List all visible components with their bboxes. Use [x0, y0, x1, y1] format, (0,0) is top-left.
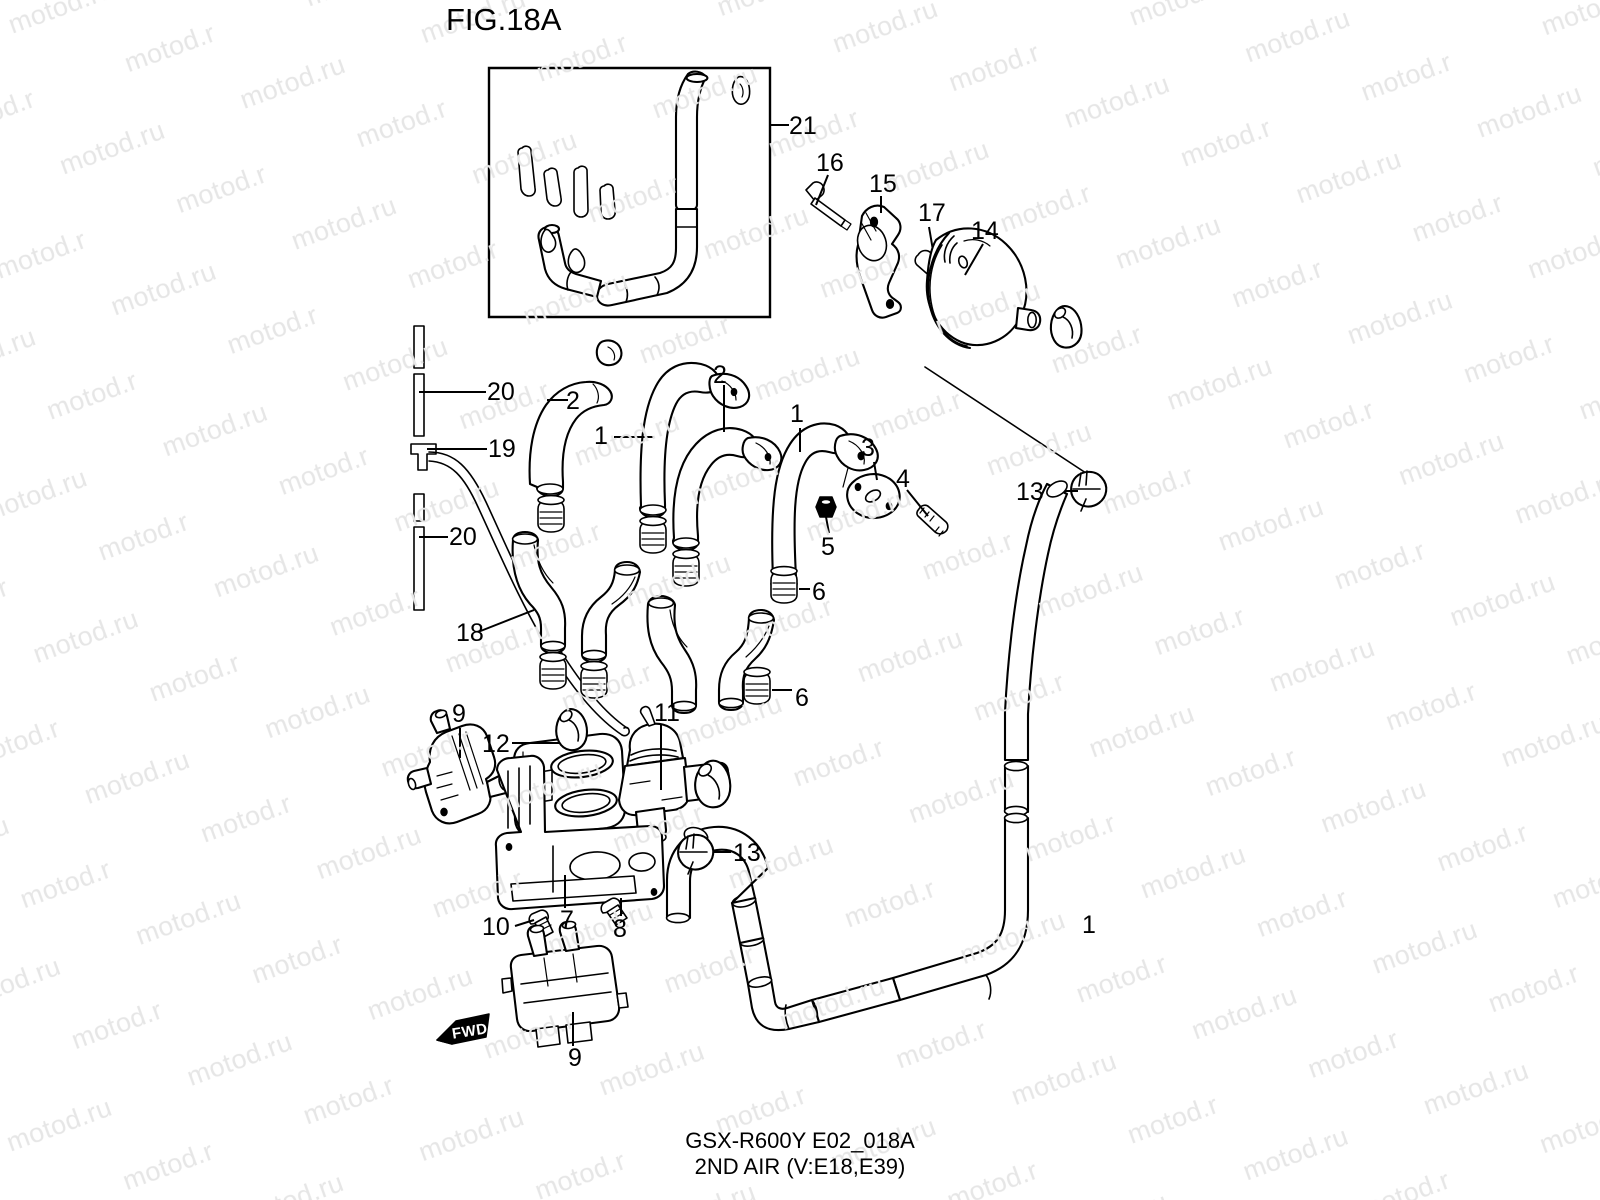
part-6-clamp-upper — [771, 567, 797, 603]
clamp-2-left — [538, 496, 564, 532]
part-2-hose-left — [530, 340, 622, 496]
hose-short-mid — [582, 562, 640, 662]
part-9-solenoid-lower — [502, 921, 628, 1047]
part-5-nut — [816, 497, 836, 517]
clamp-short-mid — [581, 662, 607, 698]
hose-short-left — [513, 532, 566, 653]
part-20-upper-tube — [414, 326, 424, 436]
leader-5 — [826, 517, 829, 533]
part-20-lower-tube — [414, 494, 424, 610]
part-19-tee-joint — [411, 444, 436, 470]
part-3-gasket — [847, 474, 900, 518]
elbow-hose-right-of-valve — [695, 761, 730, 808]
fwd-arrow-marker — [437, 1014, 489, 1044]
part-2-hose-right — [673, 428, 781, 550]
part-4-stud-bolt — [917, 505, 948, 536]
clamp-short-left — [540, 653, 566, 689]
part-14-reed-valve-cover — [927, 228, 1040, 348]
clamp-2-right — [673, 550, 699, 586]
hose-short-right2 — [647, 596, 696, 713]
elbow-hose-above-body — [556, 708, 587, 750]
main-hose-assembly-right — [667, 478, 1070, 1030]
clamp-1-left — [640, 517, 666, 553]
part-15-bracket — [853, 206, 901, 318]
part-16-bolt — [806, 182, 851, 230]
part-6-clamp-lower — [744, 668, 770, 704]
part-8-screw — [601, 898, 627, 925]
leader-18 — [478, 610, 534, 632]
inset-hose-set — [489, 68, 770, 317]
assembly-line-14 — [925, 367, 1092, 477]
elbow-hose-right — [1051, 306, 1082, 348]
